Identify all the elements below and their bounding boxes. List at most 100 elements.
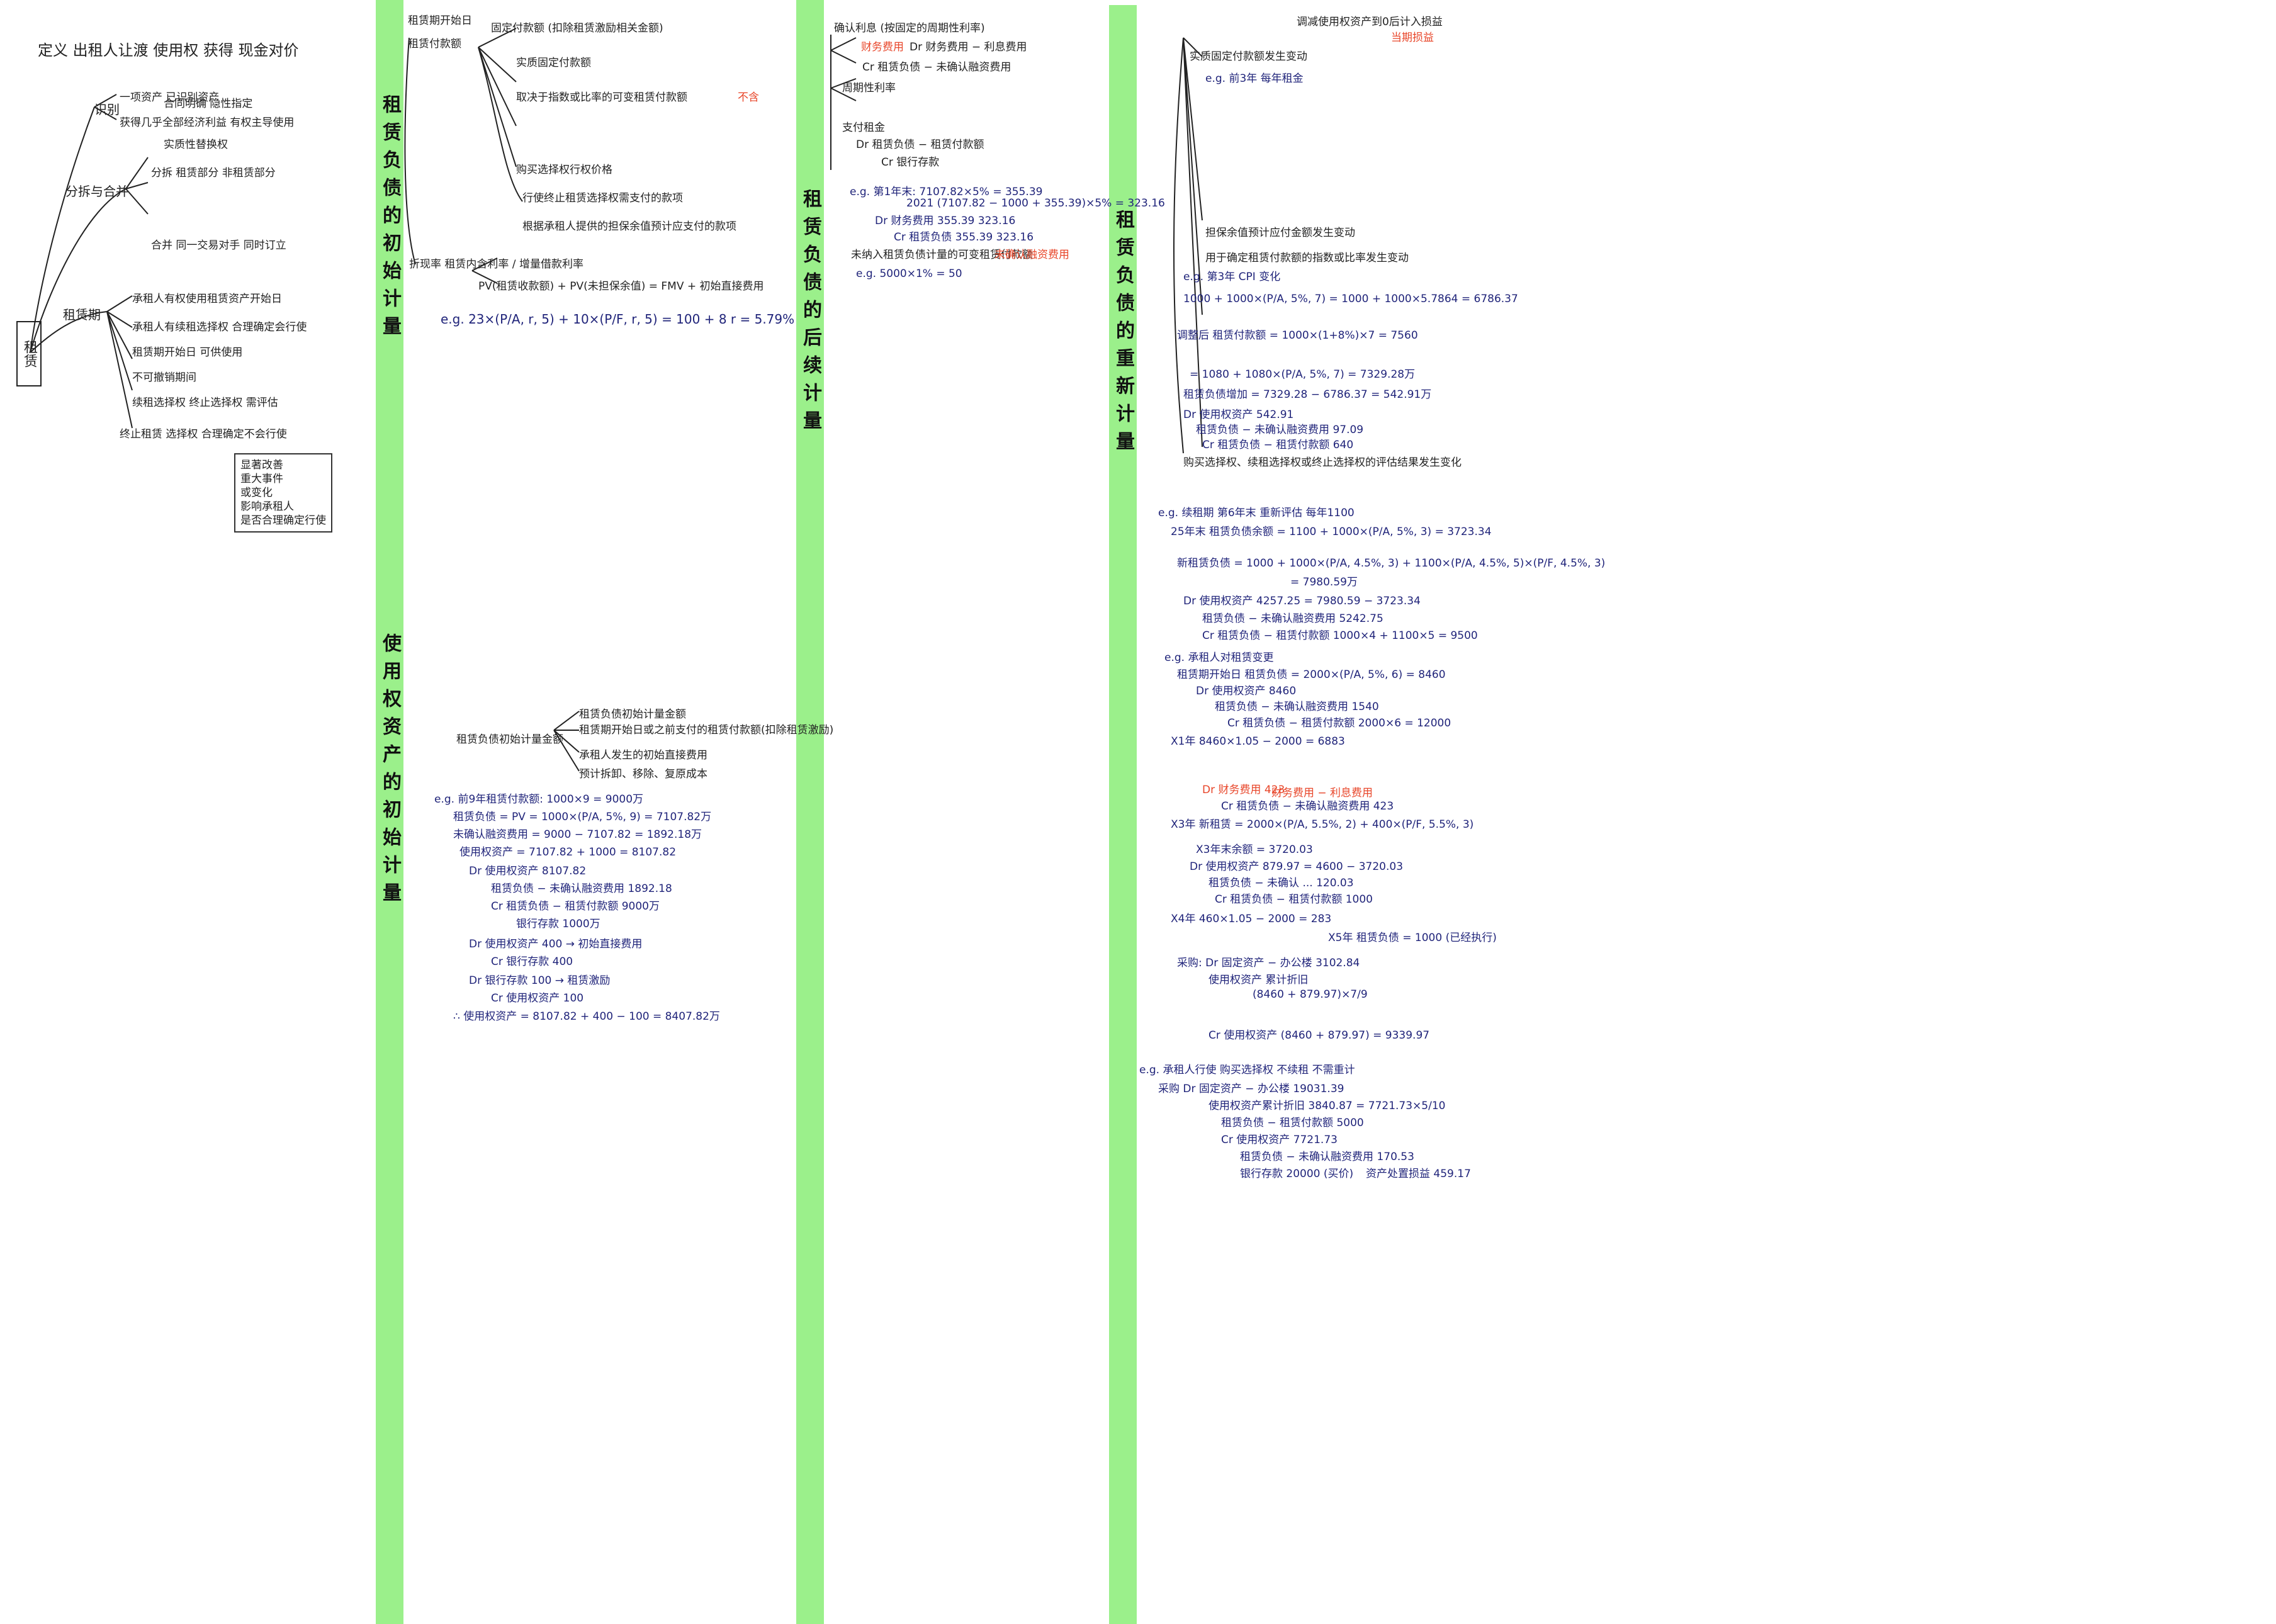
col4-renew-line: Cr 租赁负债 − 租赁付款额 1000×4 + 1100×5 = 9500 [1202,629,1478,642]
col1-line: 终止租赁 选择权 合理确定不会行使 [120,428,287,441]
col2-line: 租赁付款额 [408,38,461,50]
col3-line: 2021 (7107.82 − 1000 + 355.39)×5% = 323.… [906,197,1165,210]
col3-red-note: 财务费用 [861,41,904,54]
col2-discount: 折现率 租赁内含利率 / 增量借款利率 [409,258,583,271]
col1-box-line: 重大事件 [240,473,283,485]
col2-line: 购买选择权行权价格 [516,164,612,176]
col4-line: e.g. 前3年 每年租金 [1205,72,1304,85]
col4-buy-line: 租赁负债 − 未确认融资费用 170.53 [1240,1151,1414,1163]
col1-box-line: 或变化 [240,487,273,499]
col3-line: Cr 银行存款 [881,156,940,169]
col4-change-line: Dr 使用权资产 879.97 = 4600 − 3720.03 [1190,860,1404,873]
col1-line: 租赁期开始日 可供使用 [132,346,243,359]
col2-eg2-line: 使用权资产 = 7107.82 + 1000 = 8107.82 [459,846,677,859]
col3-red-note: 未确认融资费用 [994,249,1069,261]
branch-split: 分拆与合并 [65,184,128,199]
section-band-col2: 租赁负债的初始计量 使用权资产的初始计量 [376,0,403,1624]
branch-identify: 识别 [94,102,120,117]
col4-line: Dr 使用权资产 542.91 [1183,409,1294,421]
col2-rou-item: 预计拆卸、移除、复原成本 [579,768,707,781]
col4-renew-line: 新租赁负债 = 1000 + 1000×(P/A, 4.5%, 3) + 110… [1177,557,1606,570]
col3-line: Dr 财务费用 355.39 323.16 [875,215,1016,227]
col4-buy-line: 租赁负债 − 租赁付款额 5000 [1221,1117,1364,1129]
col4-line: 租赁负债 − 未确认融资费用 97.09 [1196,424,1364,436]
col1-box-line: 显著改善 [240,459,283,471]
col4-line: 租赁负债增加 = 7329.28 − 6786.37 = 542.91万 [1183,388,1432,401]
col1-line: 获得几乎全部经济利益 有权主导使用 [120,116,295,129]
col4-buy-line: 资产处置损益 459.17 [1366,1168,1471,1180]
col4-buy-line: 使用权资产累计折旧 3840.87 = 7721.73×5/10 [1208,1100,1446,1112]
col4-line: 1000 + 1000×(P/A, 5%, 7) = 1000 + 1000×5… [1183,293,1518,305]
col3-line: 周期性利率 [842,82,896,94]
col4-change-line: Dr 财务费用 423 [1202,784,1285,796]
col2-eg2-line: Dr 使用权资产 400 → 初始直接费用 [469,938,643,950]
col3-line: Dr 财务费用 − 利息费用 [910,41,1027,54]
col4-line: = 1080 + 1080×(P/A, 5%, 7) = 7329.28万 [1190,368,1416,381]
col4-change-line: Cr 租赁负债 − 租赁付款额 1000 [1215,893,1373,906]
col1-line: 承租人有续租选择权 合理确定会行使 [132,321,307,334]
col3-line: Cr 租赁负债 355.39 323.16 [894,231,1034,244]
col3-line: Dr 租赁负债 − 租赁付款额 [856,138,984,151]
col4-line: 购买选择权、续租选择权或终止选择权的评估结果发生变化 [1183,456,1462,469]
col4-change-line: X3年末余额 = 3720.03 [1196,843,1313,856]
col2-eg2-line: ∴ 使用权资产 = 8107.82 + 400 − 100 = 8407.82万 [453,1010,720,1023]
col2-line: 行使终止租赁选择权需支付的款项 [522,192,683,205]
col4-red-note: 财务费用 − 利息费用 [1271,787,1373,799]
col2-pv-line: PV(租赁收款额) + PV(未担保余值) = FMV + 初始直接费用 [478,280,764,293]
col2-line: 根据承租人提供的担保余值预计应支付的款项 [522,220,736,233]
col4-renew-line: 25年末 租赁负债余额 = 1100 + 1000×(P/A, 5%, 3) =… [1171,526,1492,538]
col4-buy-line: e.g. 承租人行使 购买选择权 不续租 不需重计 [1139,1064,1355,1076]
col4-change-line: X5年 租赁负债 = 1000 (已经执行) [1328,932,1497,944]
col4-renew-line: = 7980.59万 [1290,576,1358,589]
col2-eg2-line: Cr 使用权资产 100 [491,992,584,1005]
col1-line: 实质性替换权 [164,138,228,151]
col3-line: 确认利息 (按固定的周期性利率) [834,22,985,35]
section-title-lease-liability-initial: 租赁负债的初始计量 [379,94,401,344]
col4-change-line: Cr 租赁负债 − 租赁付款额 2000×6 = 12000 [1227,717,1451,730]
col4-change-line: 租赁期开始日 租赁负债 = 2000×(P/A, 5%, 6) = 8460 [1177,668,1446,681]
col2-eg2-line: 银行存款 1000万 [516,918,600,930]
col4-buy-line: 银行存款 20000 (买价) [1240,1168,1354,1180]
col4-change-line: (8460 + 879.97)×7/9 [1253,988,1368,1001]
col4-buy-line: Cr 使用权资产 7721.73 [1221,1134,1338,1146]
col4-change-line: e.g. 承租人对租赁变更 [1164,651,1274,664]
col4-change-line: Dr 使用权资产 8460 [1196,685,1297,697]
col4-change-line: X3年 新租赁 = 2000×(P/A, 5.5%, 2) + 400×(P/F… [1171,818,1474,831]
col4-change-line: 采购: Dr 固定资产 − 办公楼 3102.84 [1177,957,1360,969]
col2-line: 固定付款额 (扣除租赁激励相关金额) [491,22,663,35]
section-title-lease-liability-remeasure: 租赁负债的重新计量 [1112,210,1134,459]
branch-term: 租赁期 [63,307,101,322]
col1-title: 定义 出租人让渡 使用权 获得 现金对价 [38,42,299,59]
col2-eg2-line: 租赁负债 = PV = 1000×(P/A, 5%, 9) = 7107.82万 [453,811,712,823]
col1-line: 续租选择权 终止选择权 需评估 [132,397,278,409]
col1-line: 分拆 租赁部分 非租赁部分 [151,167,276,179]
col4-change-line: 使用权资产 累计折旧 [1208,974,1309,986]
col2-rou-item: 承租人发生的初始直接费用 [579,749,707,762]
col1-line: 承租人有权使用租赁资产开始日 [132,293,282,305]
col4-change-line: 租赁负债 − 未确认融资费用 1540 [1215,701,1379,713]
col2-header: 租赁期开始日 [408,14,472,27]
col4-renew-line: Dr 使用权资产 4257.25 = 7980.59 − 3723.34 [1183,595,1421,607]
col3-line: e.g. 第1年末: 7107.82×5% = 355.39 [850,186,1043,198]
col1-line: 不可撤销期间 [132,371,196,384]
col3-line: e.g. 5000×1% = 50 [856,268,962,280]
col2-red-note: 不含 [738,91,759,104]
col4-change-line: X4年 460×1.05 − 2000 = 283 [1171,913,1332,925]
col4-line: 调整后 租赁付款额 = 1000×(1+8%)×7 = 7560 [1177,329,1418,342]
col1-line: 一项资产 已识别资产 [120,91,220,104]
col4-line: e.g. 第3年 CPI 变化 [1183,271,1281,283]
col2-line: 取决于指数或比率的可变租赁付款额 [516,91,687,104]
col2-eg2-line: 未确认融资费用 = 9000 − 7107.82 = 1892.18万 [453,828,702,841]
col4-buy-line: 采购 Dr 固定资产 − 办公楼 19031.39 [1158,1083,1344,1095]
col2-eg1: e.g. 23×(P/A, r, 5) + 10×(P/F, r, 5) = 1… [441,312,795,327]
col4-renew-line: e.g. 续租期 第6年末 重新评估 每年1100 [1158,507,1355,519]
section-band-col3: 租赁负债的后续计量 [796,0,824,1624]
col4-change-line: X1年 8460×1.05 − 2000 = 6883 [1171,735,1345,748]
col4-change-line: Cr 租赁负债 − 未确认融资费用 423 [1221,800,1394,813]
col2-line: 实质固定付款额 [516,57,591,69]
col2-eg2-line: Dr 银行存款 100 → 租赁激励 [469,974,611,987]
col1-line: 合并 同一交易对手 同时订立 [151,239,286,252]
col4-line: 用于确定租赁付款额的指数或比率发生变动 [1205,252,1409,264]
section-title-lease-liability-subsequent: 租赁负债的后续计量 [799,189,821,438]
